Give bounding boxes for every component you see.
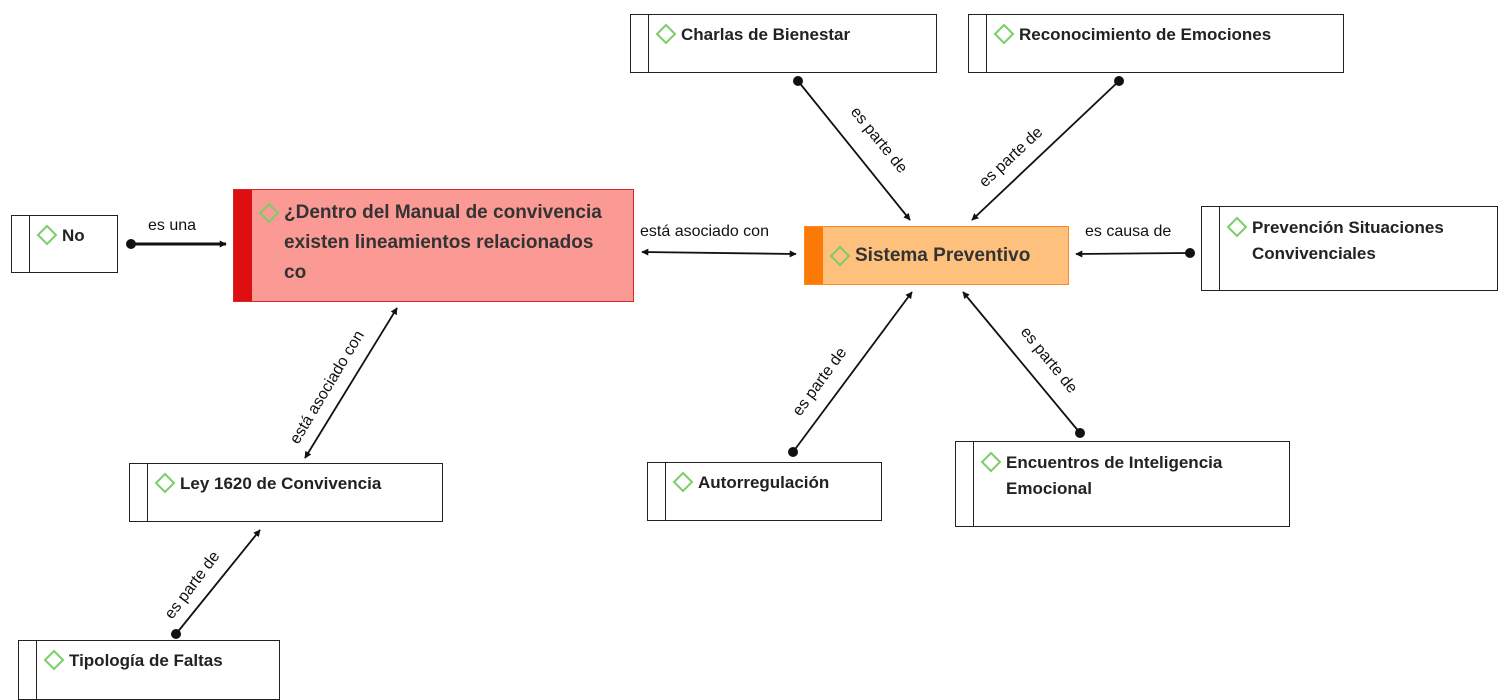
edge-label-asociado-sistema: está asociado con bbox=[640, 223, 769, 240]
node-label: Ley 1620 de Convivencia bbox=[180, 474, 382, 493]
diamond-icon bbox=[154, 472, 176, 494]
node-label: Tipología de Faltas bbox=[69, 651, 223, 670]
edge-label-autorregulacion: es parte de bbox=[789, 345, 850, 420]
diamond-icon bbox=[258, 202, 280, 224]
node-label: Autorregulación bbox=[698, 473, 830, 492]
node-label: Prevención Situaciones Convivenciales bbox=[1252, 218, 1444, 263]
node-prevencion[interactable]: Prevención Situaciones Convivenciales bbox=[1201, 206, 1498, 291]
node-label: Encuentros de Inteligencia Emocional bbox=[1006, 453, 1223, 498]
node-sistema-preventivo[interactable]: Sistema Preventivo bbox=[804, 226, 1069, 285]
edge-label-tipologia: es parte de bbox=[162, 548, 224, 622]
node-ley-1620[interactable]: Ley 1620 de Convivencia bbox=[129, 463, 443, 522]
diamond-icon bbox=[980, 451, 1002, 473]
edge-tipologia-ley: es parte de bbox=[162, 529, 261, 639]
diamond-icon bbox=[829, 245, 851, 267]
diamond-icon bbox=[672, 471, 694, 493]
node-charlas[interactable]: Charlas de Bienestar bbox=[630, 14, 937, 73]
node-encuentros[interactable]: Encuentros de Inteligencia Emocional bbox=[955, 441, 1290, 527]
edge-label-reconocimiento: es parte de bbox=[976, 124, 1046, 191]
node-label: Reconocimiento de Emociones bbox=[1019, 25, 1272, 44]
edge-label-charlas: es parte de bbox=[847, 104, 911, 177]
node-no[interactable]: No bbox=[11, 215, 118, 273]
edge-prevencion-sistema: es causa de bbox=[1075, 223, 1195, 258]
edge-main-sistema: está asociado con bbox=[640, 223, 797, 258]
node-reconocimiento[interactable]: Reconocimiento de Emociones bbox=[968, 14, 1344, 73]
node-label: No bbox=[62, 226, 85, 245]
diamond-icon bbox=[36, 224, 58, 246]
node-tipologia[interactable]: Tipología de Faltas bbox=[18, 640, 280, 700]
node-label: ¿Dentro del Manual de convivencia existe… bbox=[284, 202, 602, 283]
edge-encuentros-sistema: es parte de bbox=[962, 291, 1085, 438]
diamond-icon bbox=[1226, 216, 1248, 238]
edge-reconocimiento-sistema: es parte de bbox=[971, 76, 1124, 221]
diamond-icon bbox=[43, 649, 65, 671]
edge-label-es-una: es una bbox=[148, 217, 196, 234]
node-main-question[interactable]: ¿Dentro del Manual de convivencia existe… bbox=[233, 189, 634, 302]
node-autorregulacion[interactable]: Autorregulación bbox=[647, 462, 882, 521]
edge-no-main: es una bbox=[126, 217, 227, 249]
node-label: Charlas de Bienestar bbox=[681, 25, 851, 44]
edge-label-causa: es causa de bbox=[1085, 223, 1171, 240]
diamond-icon bbox=[993, 23, 1015, 45]
edge-ley-main: está asociado con bbox=[287, 307, 398, 459]
diamond-icon bbox=[655, 23, 677, 45]
edge-label-encuentros: es parte de bbox=[1017, 324, 1081, 397]
node-label: Sistema Preventivo bbox=[855, 244, 1031, 266]
edge-charlas-sistema: es parte de bbox=[793, 76, 911, 221]
edge-autorregulacion-sistema: es parte de bbox=[788, 291, 913, 457]
edge-label-asociado-ley: está asociado con bbox=[287, 328, 368, 447]
